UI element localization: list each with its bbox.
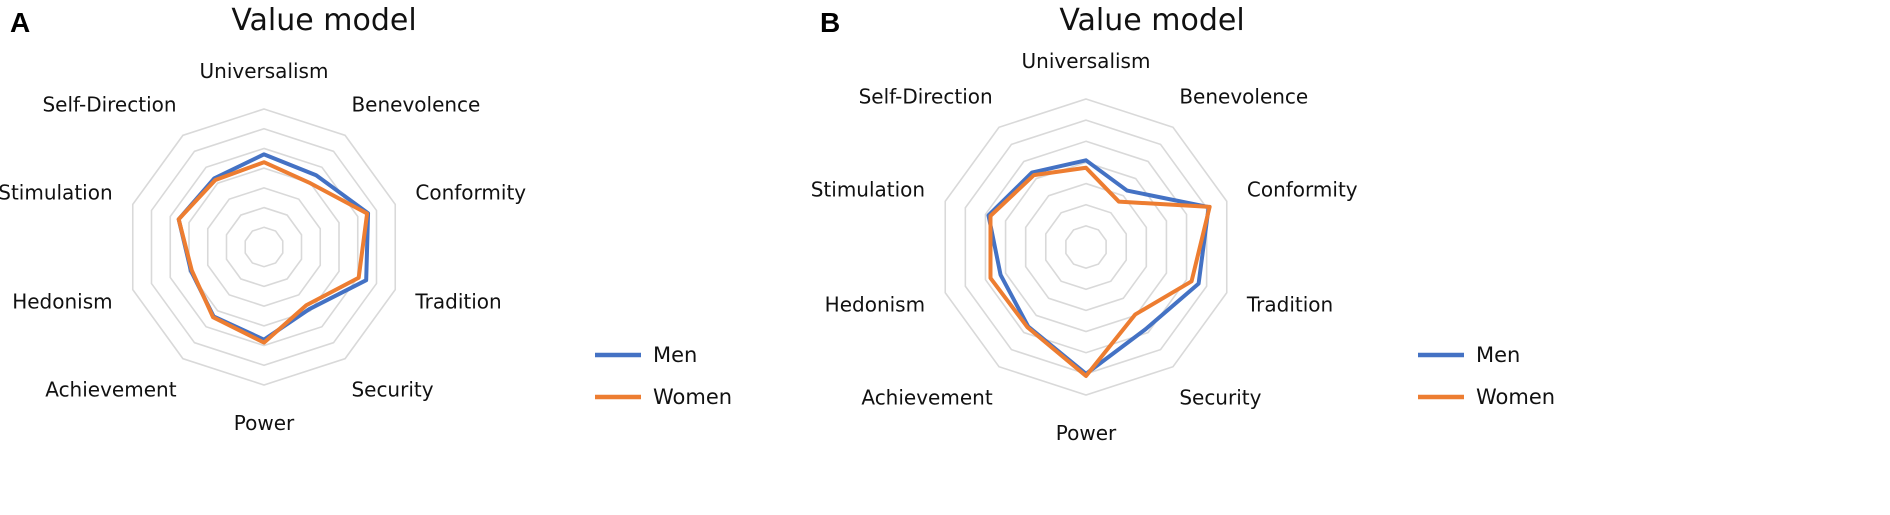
panel-b-series [986,158,1212,378]
panel-a-category-labels: UniversalismBenevolenceConformityTraditi… [0,59,526,435]
panel-a: A Value model UniversalismBenevolenceCon… [0,3,732,435]
category-label: Benevolence [1179,85,1308,109]
category-label: Achievement [861,385,992,409]
grid-ring [244,226,284,268]
panel-b-letter: B [820,7,840,38]
grid-ring [206,187,322,307]
category-label: Self-Direction [859,85,993,109]
category-label: Conformity [1247,178,1358,202]
category-label: Self-Direction [42,93,176,117]
category-label: Power [1056,421,1117,445]
legend-label-women: Women [653,385,732,409]
panel-a-letter: A [10,7,30,38]
panel-b-grid [944,98,1228,396]
grid-ring [225,206,303,288]
category-label: Tradition [1246,292,1333,316]
category-label: Achievement [45,377,176,401]
grid-ring [1004,161,1168,333]
grid-ring [944,98,1228,396]
panel-b-category-labels: UniversalismBenevolenceConformityTraditi… [811,49,1358,445]
series-line-women [988,165,1212,378]
grid-ring [131,108,397,386]
series-line-women [176,160,370,345]
category-label: Power [234,411,295,435]
grid-ring [1044,203,1128,291]
series-line-men [986,158,1211,376]
grid-ring [188,167,340,327]
legend-label-women: Women [1476,385,1555,409]
grid-ring [1024,182,1148,312]
legend-label-men: Men [653,343,697,367]
grid-ring [964,119,1208,375]
category-label: Security [1179,385,1261,409]
panel-b-title: Value model [1059,3,1244,38]
category-label: Hedonism [825,292,925,316]
panel-a-title: Value model [231,3,416,38]
category-label: Tradition [414,289,501,313]
category-label: Universalism [1022,49,1151,73]
legend-label-men: Men [1476,343,1520,367]
category-label: Benevolence [351,93,480,117]
category-label: Security [351,377,433,401]
category-label: Stimulation [0,181,113,205]
grid-ring [1065,225,1107,269]
grid-ring [150,127,378,367]
grid-ring [169,147,359,347]
category-label: Conformity [415,181,526,205]
category-label: Universalism [200,59,329,83]
panel-b: B Value model UniversalismBenevolenceCon… [811,3,1555,445]
grid-ring [984,140,1188,354]
panel-a-series [176,152,371,345]
category-label: Stimulation [811,178,925,202]
category-label: Hedonism [12,289,112,313]
